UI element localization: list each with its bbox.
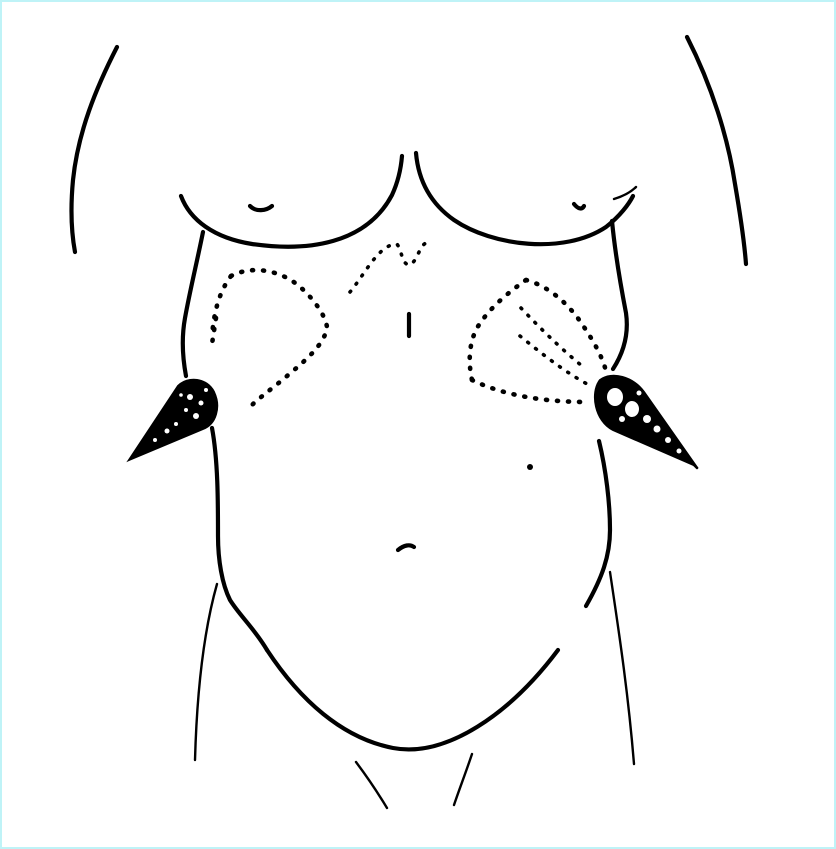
ink-speck <box>407 330 411 334</box>
left-flank-upper <box>183 232 203 376</box>
right-thigh-line <box>454 754 472 805</box>
left-nipple-mark <box>250 206 272 210</box>
right-flank-lower <box>586 441 610 606</box>
left-hip-line <box>195 584 217 760</box>
left-dotted-zone <box>231 270 327 405</box>
lower-abdomen-curve <box>267 650 558 749</box>
left-flank-lower <box>212 428 267 650</box>
xiphoid-outline <box>350 243 426 292</box>
left-thigh-line <box>356 762 387 808</box>
right-breast-outline <box>416 153 633 244</box>
right-flank-upper <box>612 221 627 369</box>
left-arm-outline <box>72 47 117 252</box>
left-dotted-zone-inner <box>212 276 231 343</box>
right-arm-outline <box>687 37 746 264</box>
left-cannula <box>129 380 217 460</box>
right-nipple-mark <box>574 204 584 208</box>
right-dotted-zone-left <box>470 280 526 380</box>
umbilicus-mark <box>398 545 414 550</box>
right-dotted-zone <box>526 280 606 371</box>
right-dotted-zone-bottom <box>472 380 587 402</box>
right-hip-line <box>610 572 634 764</box>
left-breast-outline <box>181 156 402 247</box>
ink-speck <box>527 464 533 470</box>
